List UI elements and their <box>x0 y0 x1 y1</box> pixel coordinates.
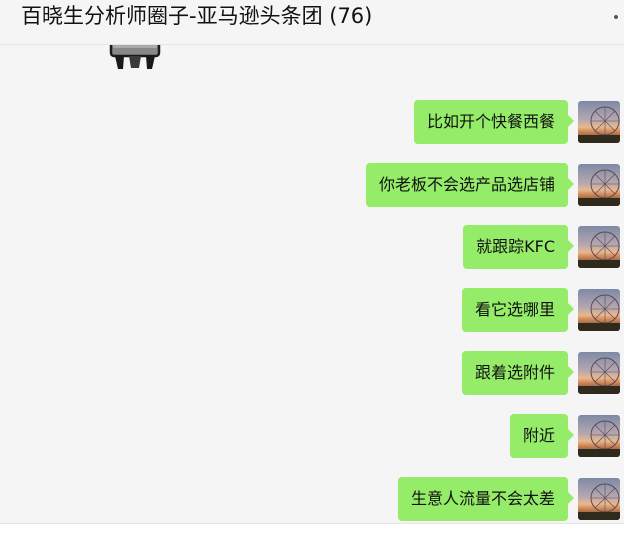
message-bubble[interactable]: 跟着选附件 <box>461 351 575 395</box>
user-avatar[interactable] <box>578 352 620 394</box>
message-bubble[interactable]: 生意人流量不会太差 <box>397 477 575 521</box>
message-bubble[interactable]: 就跟踪KFC <box>463 225 574 269</box>
message-row: 跟着选附件 <box>461 351 620 395</box>
message-row: 生意人流量不会太差 <box>397 477 620 521</box>
message-bubble[interactable]: 你老板不会选产品选店铺 <box>365 163 575 207</box>
user-avatar[interactable] <box>578 164 620 206</box>
message-row: 看它选哪里 <box>461 288 620 332</box>
message-row: 附近 <box>509 414 620 458</box>
sticker-image[interactable] <box>109 45 161 71</box>
chat-title: 百晓生分析师圈子-亚马逊头条团 (76) <box>21 4 373 28</box>
message-bubble[interactable]: 看它选哪里 <box>461 288 575 332</box>
user-avatar[interactable] <box>578 415 620 457</box>
user-avatar[interactable] <box>578 478 620 520</box>
input-area-edge <box>0 523 624 533</box>
message-row: 你老板不会选产品选店铺 <box>365 163 620 207</box>
chat-header: 百晓生分析师圈子-亚马逊头条团 (76) <box>0 0 624 45</box>
message-bubble[interactable]: 比如开个快餐西餐 <box>413 100 575 144</box>
user-avatar[interactable] <box>578 101 620 143</box>
message-bubble[interactable]: 附近 <box>509 414 575 458</box>
user-avatar[interactable] <box>578 226 620 268</box>
message-row: 比如开个快餐西餐 <box>413 100 620 144</box>
more-options-icon[interactable] <box>614 15 618 19</box>
message-row: 就跟踪KFC <box>463 225 620 269</box>
chat-message-area[interactable]: 比如开个快餐西餐 <box>0 45 624 523</box>
user-avatar[interactable] <box>578 289 620 331</box>
